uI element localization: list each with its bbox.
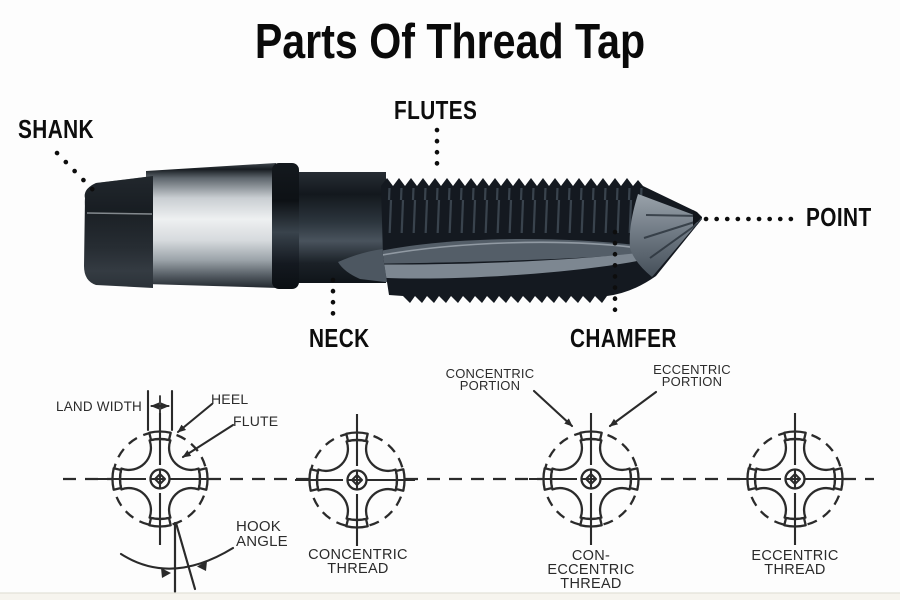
caption-con-eccentric-thread: CON-ECCENTRIC THREAD [547,548,635,592]
hook-angle-arrow-left [197,561,207,571]
label-shank: SHANK [18,114,94,144]
label-eccentric-portion: ECCENTRIC PORTION [653,362,731,389]
label-neck: NECK [309,323,370,353]
caption-concentric-thread: CONCENTRIC THREAD [308,547,408,577]
shank-leader [54,150,100,197]
caption-eccentric-thread: ECCENTRIC THREAD [751,548,839,578]
heel-arrow [176,402,214,434]
label-chamfer: CHAMFER [570,323,677,353]
concentric-portion-arrow [532,389,574,428]
cross-section-con-eccentric [529,413,653,545]
label-concentric-portion: CONCENTRIC PORTION [445,366,535,393]
leader-dotted-lines [54,127,803,325]
page-title: Parts Of Thread Tap [254,15,646,69]
cross-section-concentric-detail [98,413,222,545]
cross-section-concentric [295,414,419,546]
hook-angle-line-slant [174,521,197,591]
label-flutes: FLUTES [394,95,478,125]
hook-angle-arrow-right [161,568,171,578]
cross-section-eccentric [733,413,857,545]
flute-arrow [181,423,235,459]
eccentric-portion-arrow [608,390,658,428]
hook-angle-arc [119,546,235,570]
annotation-lines [119,389,658,594]
label-heel: HEEL [211,391,249,407]
tap-illustration [84,163,702,303]
label-land-width: LAND WIDTH [56,399,142,414]
bottom-strip [0,593,900,600]
label-hook-angle: HOOK ANGLE [236,518,288,550]
label-point: POINT [806,202,872,232]
label-flute: FLUTE [233,413,279,429]
